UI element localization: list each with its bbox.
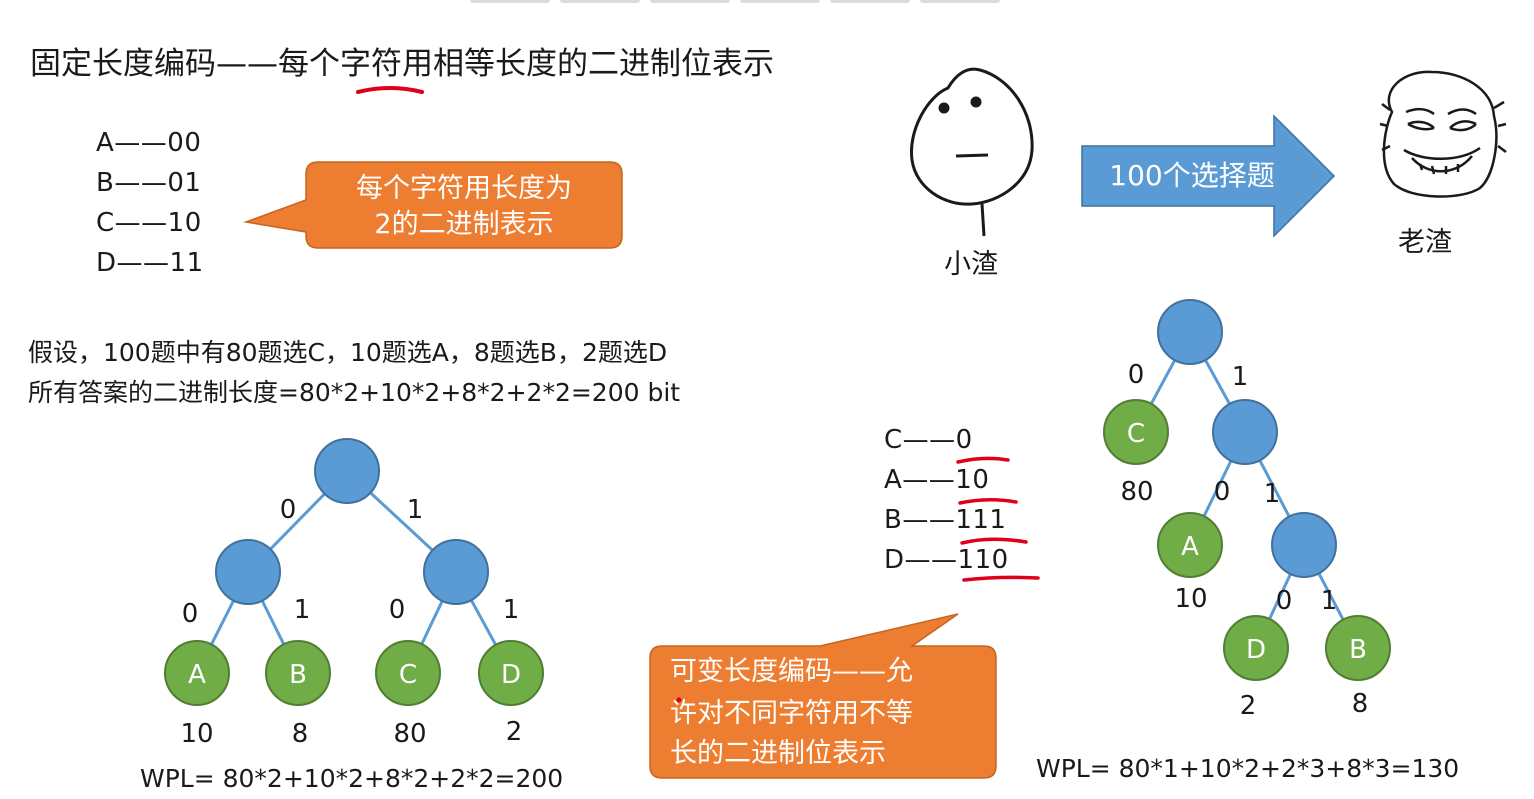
laozha-label: 老渣 (1398, 227, 1452, 258)
tab-marker (650, 0, 730, 3)
laozha-face-icon (1379, 70, 1507, 198)
tree-fixed-weight-d: 2 (506, 717, 523, 747)
variable-code-c: C——0 (884, 425, 973, 455)
assumption-line-2: 所有答案的二进制长度=80*2+10*2+8*2+2*2=200 bit (28, 378, 681, 407)
tree-variable-leaf-d (1223, 615, 1289, 681)
tree-fixed-weight-a: 10 (180, 719, 213, 749)
arrow-text: 100个选择题 (1109, 159, 1274, 192)
tree-variable: C A D B 80 10 2 8 0 1 0 1 0 1 (1103, 299, 1391, 721)
tree-fixed-edge-label: 1 (294, 595, 311, 625)
variable-code-a: A——10 (884, 465, 990, 495)
variable-code-b: B——111 (884, 505, 1007, 535)
tree-variable-weight-b: 8 (1352, 689, 1369, 719)
tree-fixed: A B C D 10 8 80 2 0 1 0 1 0 1 (164, 438, 544, 749)
tree-variable-leaf-a-label: A (1181, 532, 1199, 562)
tree-fixed-leaf-b (265, 640, 331, 706)
callout-fixed-line-1: 每个字符用长度为 (356, 173, 572, 204)
tab-marker (830, 0, 910, 3)
page-title: 固定长度编码——每个字符用相等长度的二进制位表示 (30, 46, 774, 82)
tree-fixed-root-node (314, 438, 380, 504)
tab-marker (740, 0, 820, 3)
tree-fixed-leaf-d-label: D (501, 660, 521, 690)
callout-variable-line-2: 许对不同字符用不等 (670, 698, 913, 729)
tree-variable-edge-label: 0 (1128, 360, 1145, 390)
tree-variable-leaf-c (1103, 399, 1169, 465)
tab-marker (920, 0, 1000, 3)
tree-fixed-leaf-c (375, 640, 441, 706)
wpl-fixed: WPL= 80*2+10*2+8*2+2*2=200 (140, 764, 564, 793)
callout-variable-line-1: 可变长度编码——允 (670, 656, 913, 687)
tree-fixed-leaf-a-label: A (188, 660, 206, 690)
tree-fixed-leaf-b-label: B (289, 660, 307, 690)
callout-fixed-line-2: 2的二进制表示 (374, 209, 553, 240)
tree-fixed-edge-label: 0 (389, 595, 406, 625)
title-annotation-underline (356, 86, 424, 94)
tree-variable-edge-label: 1 (1321, 586, 1338, 616)
tree-fixed-edge-label: 1 (407, 495, 424, 525)
tree-variable-leaf-b (1325, 615, 1391, 681)
fixed-code-a: A——00 (96, 128, 202, 158)
fixed-code-d: D——11 (96, 248, 204, 278)
callout-variable-line-3: 长的二进制位表示 (670, 738, 886, 769)
tree-fixed-leaf-d (478, 640, 544, 706)
tree-variable-leaf-b-label: B (1349, 635, 1367, 665)
callout-fixed: 每个字符用长度为 2的二进制表示 (243, 161, 623, 249)
tab-marker (470, 0, 550, 3)
tree-fixed-internal-node (215, 539, 281, 605)
tree-variable-leaf-c-label: C (1127, 419, 1145, 449)
tree-fixed-internal-node (423, 539, 489, 605)
tree-variable-weight-d: 2 (1240, 691, 1257, 721)
wpl-variable: WPL= 80*1+10*2+2*3+8*3=130 (1036, 754, 1460, 783)
callout-variable: 可变长度编码——允 许对不同字符用不等 长的二进制位表示 (649, 613, 997, 779)
tree-fixed-edge-label: 0 (280, 495, 297, 525)
xiaozha-label: 小渣 (944, 249, 998, 280)
tree-variable-internal-node (1271, 512, 1337, 578)
tab-marker (560, 0, 640, 3)
tree-fixed-edge-label: 0 (182, 599, 199, 629)
tree-fixed-leaf-a (164, 640, 230, 706)
fixed-code-c: C——10 (96, 208, 202, 238)
tree-variable-edge-label: 0 (1276, 586, 1293, 616)
tree-variable-edge-label: 1 (1232, 362, 1249, 392)
tree-fixed-weight-c: 80 (393, 719, 426, 749)
annotation-dot (676, 697, 682, 703)
arrow-100-questions: 100个选择题 (1081, 114, 1336, 238)
tree-fixed-edge-label: 1 (503, 595, 520, 625)
tree-variable-weight-c: 80 (1120, 477, 1153, 507)
variable-code-d: D——110 (884, 545, 1009, 575)
tree-variable-edge-label: 0 (1214, 477, 1231, 507)
tree-variable-leaf-a (1157, 512, 1223, 578)
top-tab-strip (470, 0, 1000, 4)
tree-fixed-weight-b: 8 (292, 719, 309, 749)
tree-variable-internal-node (1212, 399, 1278, 465)
tree-variable-leaf-d-label: D (1246, 635, 1266, 665)
assumption-line-1: 假设，100题中有80题选C，10题选A，8题选B，2题选D (28, 338, 668, 367)
tree-variable-edge-label: 1 (1264, 479, 1281, 509)
tree-variable-root-node (1157, 299, 1223, 365)
tree-variable-weight-a: 10 (1174, 584, 1207, 614)
fixed-code-b: B——01 (96, 168, 202, 198)
tree-fixed-leaf-c-label: C (399, 660, 417, 690)
xiaozha-face-icon (909, 67, 1034, 237)
variable-code-annotations (956, 456, 1040, 582)
